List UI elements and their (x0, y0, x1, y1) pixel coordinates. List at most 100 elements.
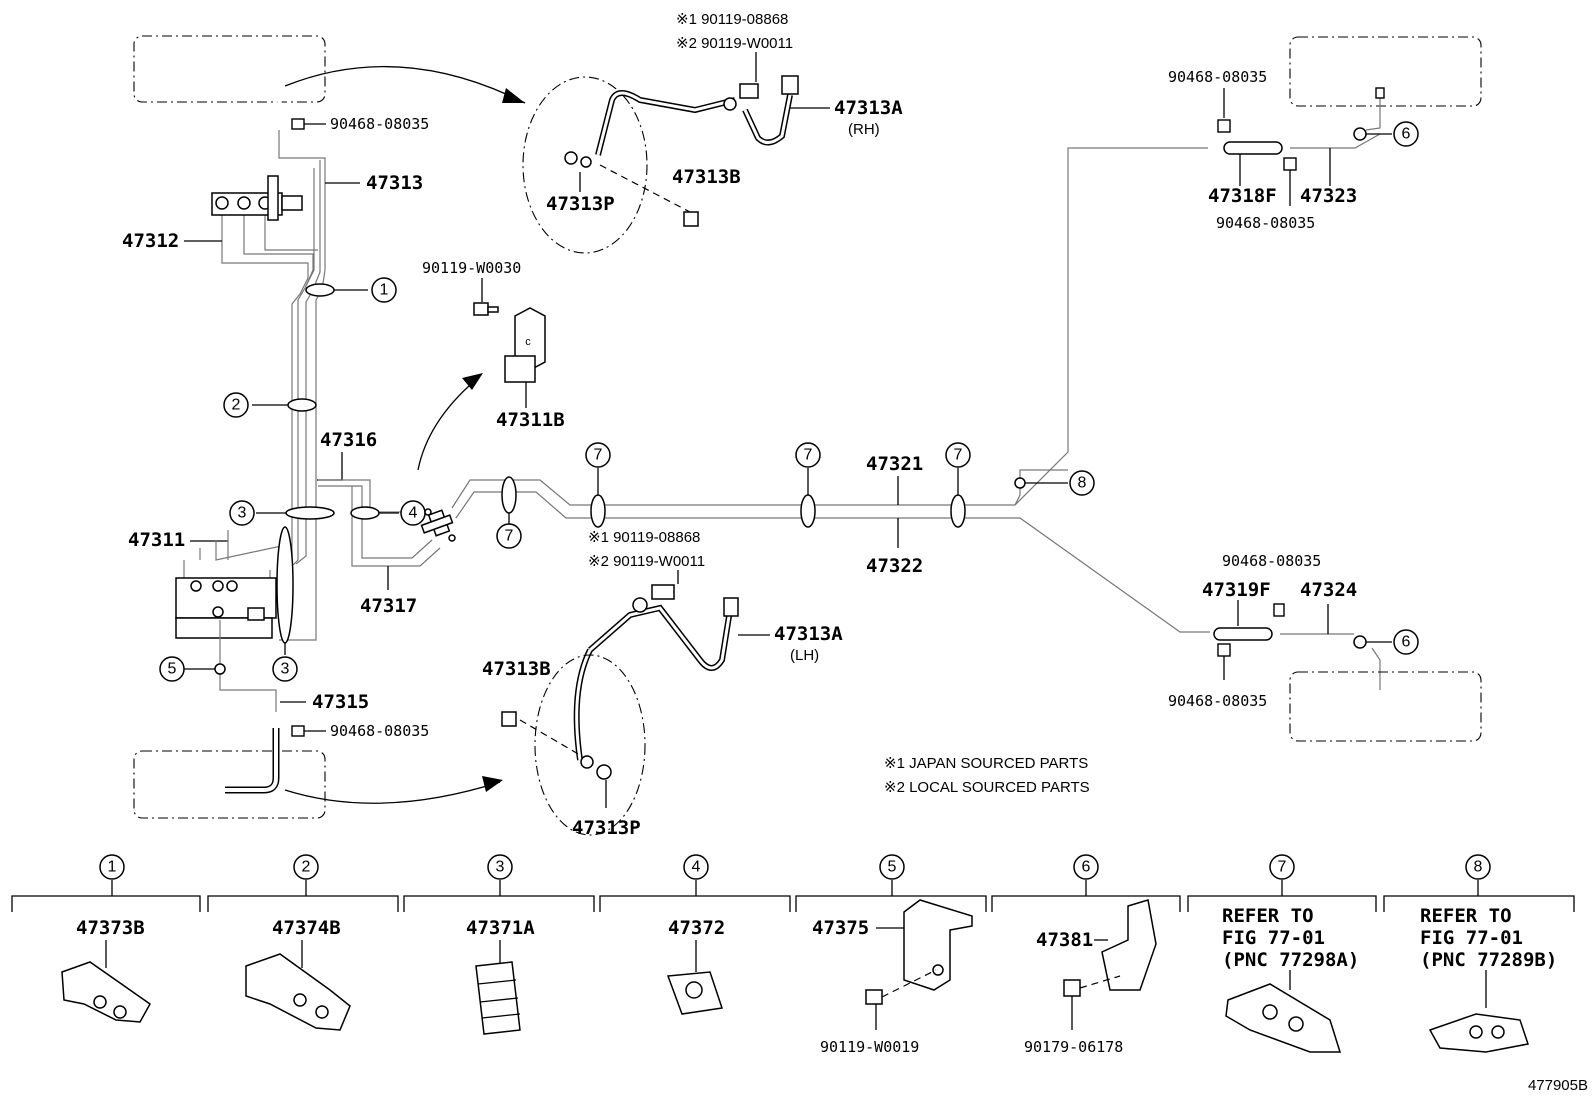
clip-3-a (285, 506, 335, 520)
part-47313P-top: 47313P (546, 193, 615, 215)
callout-7-a (496, 523, 522, 549)
panel-6-sub: 90179-06178 (1024, 1038, 1123, 1056)
panel-3-callout (487, 854, 513, 880)
clip-8 (1014, 477, 1026, 489)
clip-7-b (590, 494, 606, 528)
brake-lines-main (451, 147, 1210, 633)
part-47313A-rh: 47313A (834, 97, 903, 119)
svg-text:5: 5 (168, 661, 177, 678)
abs-actuator (175, 530, 287, 639)
svg-text:7: 7 (505, 528, 514, 545)
bolt-90119-W0019 (865, 989, 883, 1005)
part-47324: 47324 (1300, 579, 1357, 601)
brake-assembly-outline-bottom-left (133, 750, 326, 819)
panel-6-callout (1073, 854, 1099, 880)
callout-7-d (945, 442, 971, 468)
hose-fitting-top-left (225, 93, 281, 118)
panel-7-ref3: (PNC 77298A) (1222, 949, 1359, 971)
part-90119-W0030: 90119-W0030 (422, 259, 521, 277)
panel-4-callout (683, 854, 709, 880)
part-47313P-bottom: 47313P (572, 817, 641, 839)
label-lh: (LH) (790, 647, 819, 664)
svg-text:3: 3 (238, 505, 247, 522)
part-90468-top-right-2: 90468-08035 (1216, 214, 1315, 232)
part-47313B-top: 47313B (672, 166, 741, 188)
part-47313: 47313 (366, 172, 423, 194)
svg-text:6: 6 (1082, 859, 1091, 876)
svg-text:7: 7 (594, 447, 603, 464)
panel-2-part: 47374B (272, 917, 341, 939)
part-90468-bottom-left: 90468-08035 (330, 722, 429, 740)
svg-text:6: 6 (1402, 126, 1411, 143)
part-47316: 47316 (320, 429, 377, 451)
callout-3-a (229, 500, 255, 526)
master-cylinder (211, 175, 303, 221)
note-top-2: ※2 90119-W0011 (676, 35, 793, 52)
svg-text:5: 5 (888, 859, 897, 876)
note-top-1: ※1 90119-08868 (676, 11, 788, 28)
panel-7-ref2: FIG 77-01 (1222, 927, 1325, 949)
junction-block (420, 508, 456, 542)
part-90468-bottom-right-1: 90468-08035 (1222, 552, 1321, 570)
clip-47374B-illustration (245, 953, 351, 1031)
panel-7-ref1: REFER TO (1222, 905, 1314, 927)
bottom-panels: 1 47373B 2 47374B 3 47371A 4 47372 (11, 854, 1575, 1056)
part-47317: 47317 (360, 595, 417, 617)
clip-top-right-1 (1217, 119, 1231, 133)
clip-2 (287, 398, 317, 412)
clip-bottom-right-1 (1273, 603, 1285, 617)
svg-text:7: 7 (954, 447, 963, 464)
clip-1 (305, 283, 335, 297)
part-47322: 47322 (866, 555, 923, 577)
panel-6-part: 47381 (1036, 929, 1093, 951)
arrow-bottom-left (284, 781, 501, 804)
brake-assembly-outline-top-right (1289, 36, 1482, 107)
hose-47318F (1223, 141, 1283, 155)
part-47315: 47315 (312, 691, 369, 713)
svg-text:4: 4 (692, 859, 701, 876)
clip-top-right-2 (1283, 157, 1297, 171)
part-47312: 47312 (122, 230, 179, 252)
panel-8-ref1: REFER TO (1420, 905, 1512, 927)
part-47311: 47311 (128, 529, 185, 551)
clip-47371A-illustration (475, 961, 521, 1035)
bolt-47313B-bottom (501, 711, 517, 727)
panel-5-part: 47375 (812, 917, 869, 939)
callout-6-b (1393, 629, 1419, 655)
arrow-to-bracket (417, 377, 479, 471)
clip-7-a (501, 476, 517, 514)
callout-6-a (1393, 121, 1419, 147)
hose-detail-outline-rh (522, 76, 648, 254)
clip-bottom-right-2 (1217, 643, 1231, 657)
svg-text:7: 7 (804, 447, 813, 464)
note-mid-1: ※1 90119-08868 (588, 529, 700, 546)
part-90468-top-right-1: 90468-08035 (1168, 68, 1267, 86)
brake-assembly-outline-bottom-right (1289, 671, 1482, 742)
svg-text:8: 8 (1474, 859, 1483, 876)
svg-text:1: 1 (108, 859, 117, 876)
callout-5 (159, 656, 185, 682)
panel-8-ref3: (PNC 77289B) (1420, 949, 1557, 971)
clip-77289B-illustration (1428, 1013, 1529, 1053)
part-47313A-lh: 47313A (774, 623, 843, 645)
nut-90179-06178 (1063, 979, 1081, 997)
figure-id: 477905B (1528, 1077, 1588, 1094)
clip-7-d (950, 494, 966, 528)
label-rh: (RH) (848, 121, 880, 138)
legend-japan: ※1 JAPAN SOURCED PARTS (884, 755, 1088, 772)
callout-2 (223, 392, 249, 418)
svg-text:2: 2 (232, 397, 241, 414)
panel-5-sub: 90119-W0019 (820, 1038, 919, 1056)
part-47323: 47323 (1300, 185, 1357, 207)
svg-text:7: 7 (1278, 859, 1287, 876)
flexible-hose-lh (573, 584, 739, 780)
clip-47372-illustration (666, 971, 723, 1015)
clip-top-left (291, 118, 305, 130)
panel-4-part: 47372 (668, 917, 725, 939)
note-mid-2: ※2 90119-W0011 (588, 553, 705, 570)
panel-1-callout (99, 854, 125, 880)
callout-1 (371, 277, 397, 303)
svg-text:2: 2 (302, 859, 311, 876)
